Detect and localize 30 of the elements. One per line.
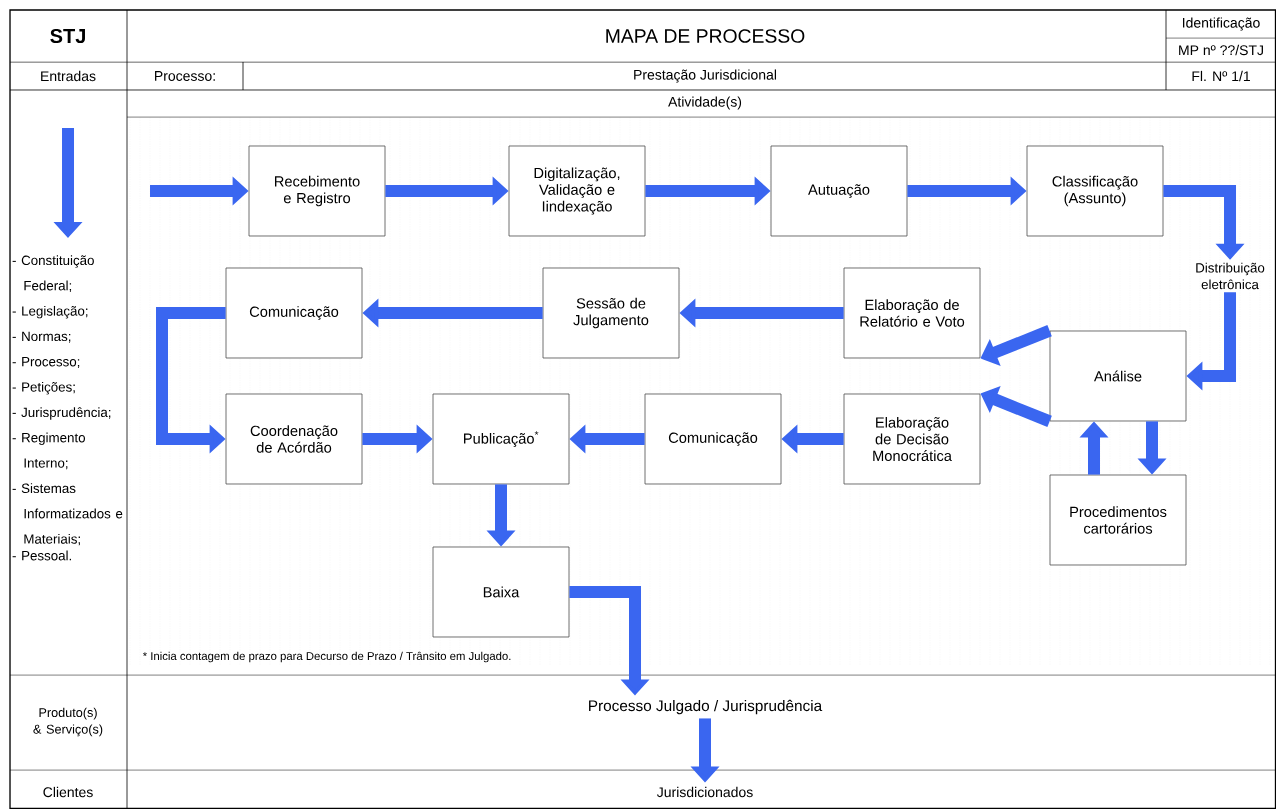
row-header: Produto(s) & Serviço(s) bbox=[33, 707, 103, 737]
organization-name: STJ bbox=[50, 28, 85, 44]
process-box: Elaboração de Relatório e Voto bbox=[843, 267, 981, 359]
header-label: MP nº ??/STJ bbox=[1179, 44, 1263, 56]
process-box: Recebimento e Registro bbox=[248, 145, 386, 237]
process-box: Digitalização, Validação e Iindexação bbox=[508, 145, 646, 237]
process-box: Sessão de Julgamento bbox=[542, 267, 680, 359]
process-box: Classificação (Assunto) bbox=[1026, 145, 1164, 237]
process-box: Baixa bbox=[432, 546, 570, 638]
process-box: Elaboração de Decisão Monocrática bbox=[843, 393, 981, 485]
row-header: Atividade(s) bbox=[668, 96, 742, 110]
text-label: Processo Julgado / Jurisprudência bbox=[589, 699, 823, 715]
process-box: Publicação$^{*}$ bbox=[432, 393, 570, 485]
row-header: Entradas bbox=[41, 70, 96, 82]
process-box: Comunicação bbox=[644, 393, 782, 485]
title: MAPA DE PROCESSO bbox=[606, 29, 805, 43]
text-label: Distribuição eletrônica bbox=[1196, 262, 1265, 290]
header-label: Identificação bbox=[1183, 17, 1260, 31]
header-label: Fl. Nº 1/1 bbox=[1192, 70, 1250, 82]
process-box: Comunicação bbox=[225, 267, 363, 359]
process-box: Coordenação de Acórdão bbox=[225, 393, 363, 485]
row-header: Processo: bbox=[155, 71, 215, 81]
process-box: Procedimentos cartorários bbox=[1049, 474, 1187, 566]
process-box: Autuação bbox=[770, 145, 908, 237]
input-list: - Constituição Federal; - Legislação; - Normas; - Processo; - Petições; - Jurisprudência; - Regimento Interno; - Sistemas Informatizados e Materiais; - Pessoal. bbox=[12, 255, 123, 561]
process-name: Prestação Jurisdicional bbox=[634, 69, 776, 83]
footnote: * Inicia contagem de prazo para Decurso de Prazo / Trânsito em Julgado. bbox=[142, 651, 511, 663]
process-box: Análise bbox=[1049, 330, 1187, 422]
text-label: Jurisdicionados bbox=[656, 786, 753, 798]
row-header: Clientes bbox=[43, 786, 93, 798]
